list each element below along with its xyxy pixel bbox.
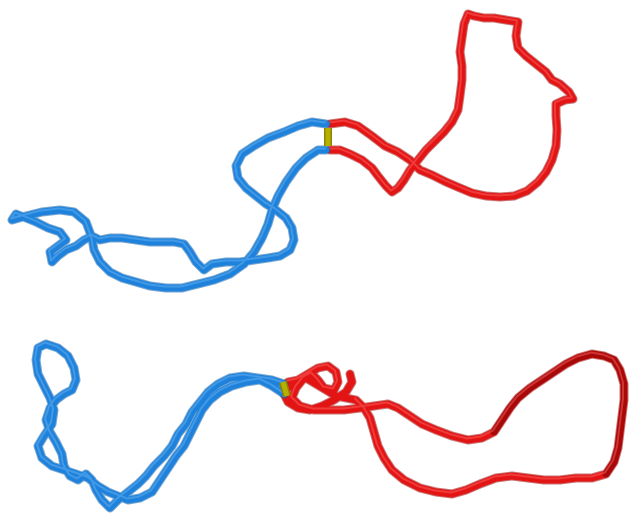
bottom-red-chain-dark-segment	[490, 350, 628, 478]
bottom-linker	[279, 380, 291, 398]
bottom-blue-chain-body	[32, 340, 288, 512]
top-blue-chain-highlight	[10, 119, 326, 288]
top-blue-chain-body	[8, 118, 330, 292]
top-blue-chain	[7, 117, 331, 293]
top-red-chain-shadow	[325, 9, 578, 202]
bottom-linker-bond-face	[280, 381, 290, 397]
bottom-red-chain	[279, 349, 629, 499]
bottom-blue-chain-highlight	[34, 341, 284, 508]
bottom-red-chain-highlight	[286, 351, 624, 494]
top-red-chain	[325, 9, 578, 202]
top-red-chain-highlight	[328, 11, 573, 197]
top-red-chain-body	[326, 10, 577, 201]
bottom-structure	[31, 339, 629, 513]
top-structure	[7, 9, 578, 293]
top-blue-chain-shadow	[7, 117, 331, 293]
bottom-blue-chain	[31, 339, 289, 513]
